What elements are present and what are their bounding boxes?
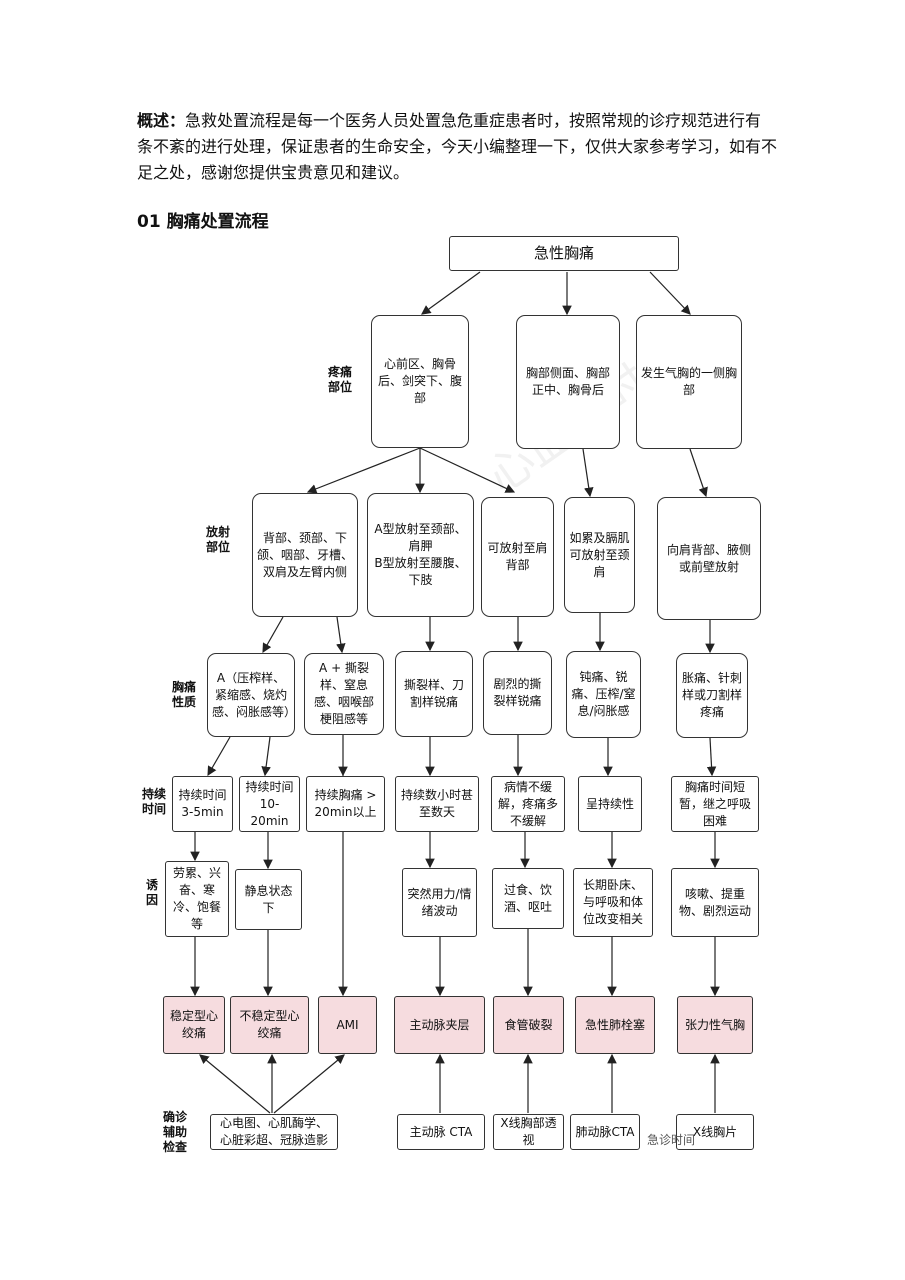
node-diagnosis-4: 主动脉夹层	[394, 996, 485, 1054]
node-nature-6: 胀痛、针刺样或刀割样疼痛	[676, 653, 748, 738]
node-trigger-5: 长期卧床、与呼吸和体位改变相关	[573, 868, 653, 937]
row-label-radiation: 放射 部位	[206, 525, 231, 554]
node-radiation-3: 可放射至肩背部	[481, 497, 554, 617]
node-radiation-5: 向肩背部、腋侧或前壁放射	[657, 497, 761, 620]
node-pain-site-2: 胸部侧面、胸部正中、胸骨后	[516, 315, 620, 449]
node-trigger-1: 劳累、兴奋、寒冷、饱餐等	[165, 861, 229, 937]
intro-label: 概述：	[137, 111, 186, 130]
row-label-nature: 胸痛 性质	[172, 680, 197, 709]
node-duration-7: 胸痛时间短暂，继之呼吸困难	[671, 776, 759, 832]
node-radiation-4: 如累及膈肌可放射至颈肩	[564, 497, 635, 613]
node-duration-6: 呈持续性	[578, 776, 642, 832]
row-label-exam: 确诊 辅助 检查	[163, 1110, 188, 1154]
node-duration-4: 持续数小时甚至数天	[395, 776, 479, 832]
node-exam-2: 主动脉 CTA	[397, 1114, 485, 1150]
node-diagnosis-7: 张力性气胸	[677, 996, 753, 1054]
section-title: 01 胸痛处置流程	[137, 212, 269, 232]
node-diagnosis-5: 食管破裂	[493, 996, 564, 1054]
node-duration-3: 持续胸痛 > 20min以上	[306, 776, 385, 832]
node-diagnosis-3: AMI	[318, 996, 377, 1054]
node-nature-1: A（压榨样、紧缩感、烧灼感、闷胀感等）	[207, 653, 296, 737]
node-pain-site-1: 心前区、胸骨后、剑突下、腹部	[371, 315, 469, 448]
brand-watermark: 急诊时间	[647, 1133, 696, 1147]
node-duration-5: 病情不缓解，疼痛多不缓解	[491, 776, 565, 832]
node-root: 急性胸痛	[449, 236, 679, 271]
row-label-pain-site: 疼痛 部位	[328, 365, 353, 394]
node-duration-1: 持续时间3-5min	[172, 776, 233, 832]
node-diagnosis-1: 稳定型心绞痛	[163, 996, 225, 1054]
node-trigger-4: 过食、饮酒、呕吐	[492, 868, 564, 929]
node-pain-site-3: 发生气胸的一侧胸部	[636, 315, 742, 449]
intro-paragraph: 概述：急救处置流程是每一个医务人员处置急危重症患者时，按照常规的诊疗规范进行有条…	[137, 108, 777, 186]
node-radiation-1: 背部、颈部、下颌、咽部、牙槽、双肩及左臂内侧	[252, 493, 358, 617]
node-trigger-6: 咳嗽、提重物、剧烈运动	[671, 868, 759, 937]
row-label-trigger: 诱 因	[146, 878, 159, 907]
row-label-duration: 持续 时间	[142, 787, 167, 816]
node-nature-5: 钝痛、锐痛、压榨/窒息/闷胀感	[566, 651, 641, 738]
node-nature-3: 撕裂样、刀割样锐痛	[395, 651, 473, 737]
node-exam-5: X线胸片	[676, 1114, 754, 1150]
node-duration-2: 持续时间10-20min	[239, 776, 300, 832]
node-radiation-2: A型放射至颈部、肩胛 B型放射至腰腹、下肢	[367, 493, 474, 617]
node-trigger-3: 突然用力/情绪波动	[402, 868, 477, 937]
node-trigger-2: 静息状态下	[235, 869, 302, 930]
node-exam-4: 肺动脉CTA	[570, 1114, 640, 1150]
node-nature-4: 剧烈的撕裂样锐痛	[483, 651, 552, 735]
node-exam-1: 心电图、心肌酶学、心脏彩超、冠脉造影	[210, 1114, 338, 1150]
node-nature-2: A + 撕裂样、窒息感、咽喉部梗阻感等	[304, 653, 384, 735]
intro-text: 急救处置流程是每一个医务人员处置急危重症患者时，按照常规的诊疗规范进行有条不紊的…	[137, 111, 778, 182]
node-diagnosis-2: 不稳定型心绞痛	[230, 996, 309, 1054]
node-diagnosis-6: 急性肺栓塞	[575, 996, 655, 1054]
node-exam-3: X线胸部透视	[493, 1114, 564, 1150]
